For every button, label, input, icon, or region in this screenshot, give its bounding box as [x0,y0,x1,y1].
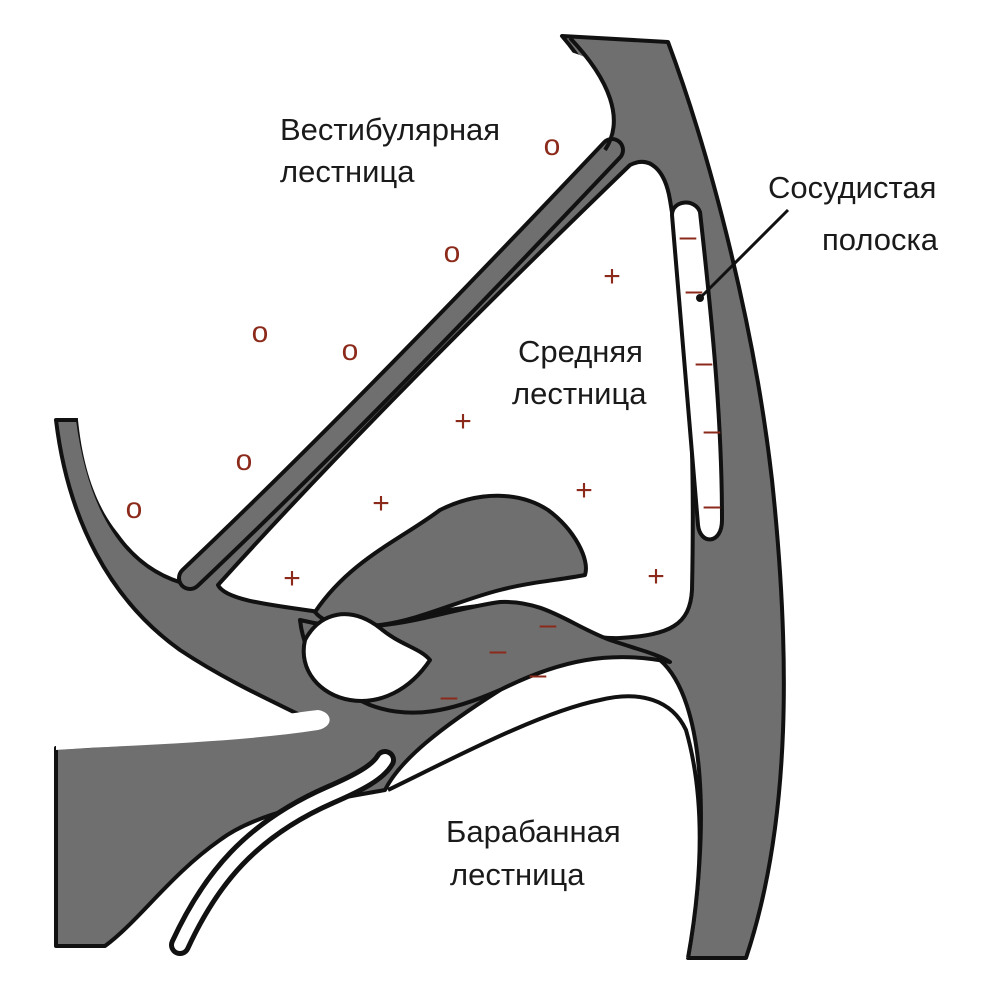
vestibular-label-line2: лестница [280,154,415,189]
plus-symbol: + [454,405,472,438]
stria-label-line1: Сосудистая [768,170,936,205]
zero-symbol: o [342,334,359,367]
middle-label-line2: лестница [512,376,647,411]
spiral-sulcus-pocket [56,710,330,750]
lower-channel-inner [174,754,391,951]
middle-label-line1: Средняя [518,334,643,369]
stria-vascularis-region [670,200,724,542]
vestibular-scala-region [72,36,614,575]
zero-symbol: o [444,236,461,269]
minus-symbol: – [680,220,697,253]
tympanic-label-line2: лестница [450,857,585,892]
stria-label-line2: полоска [822,222,939,257]
minus-symbol: – [704,489,721,522]
tympanic-scala-region [240,696,700,958]
stria-leader-line [698,208,790,300]
tympanic-label-line1: Барабанная [446,814,621,849]
tympanic-upper-edge [387,694,702,959]
plus-symbol: + [575,474,593,507]
minus-symbol: – [441,680,458,713]
plus-symbol: + [647,560,665,593]
minus-symbol: – [696,346,713,379]
zero-symbol: o [544,129,561,162]
reissner-membrane-core [181,141,621,587]
corti-tunnel [301,612,432,703]
plus-symbol: + [603,260,621,293]
minus-symbol: – [540,608,557,641]
plus-symbol: + [372,487,390,520]
minus-symbol: – [490,634,507,667]
minus-symbol: – [686,274,703,307]
minus-symbol: – [530,658,547,691]
plus-symbol: + [283,562,301,595]
stria-leader-dot [696,294,704,302]
zero-symbol: o [236,444,253,477]
vestibular-upper-edge [568,36,616,152]
vestibular-label-line1: Вестибулярная [280,112,500,147]
zero-symbol: o [126,492,143,525]
minus-symbol: – [704,414,721,447]
zero-symbol: o [252,316,269,349]
